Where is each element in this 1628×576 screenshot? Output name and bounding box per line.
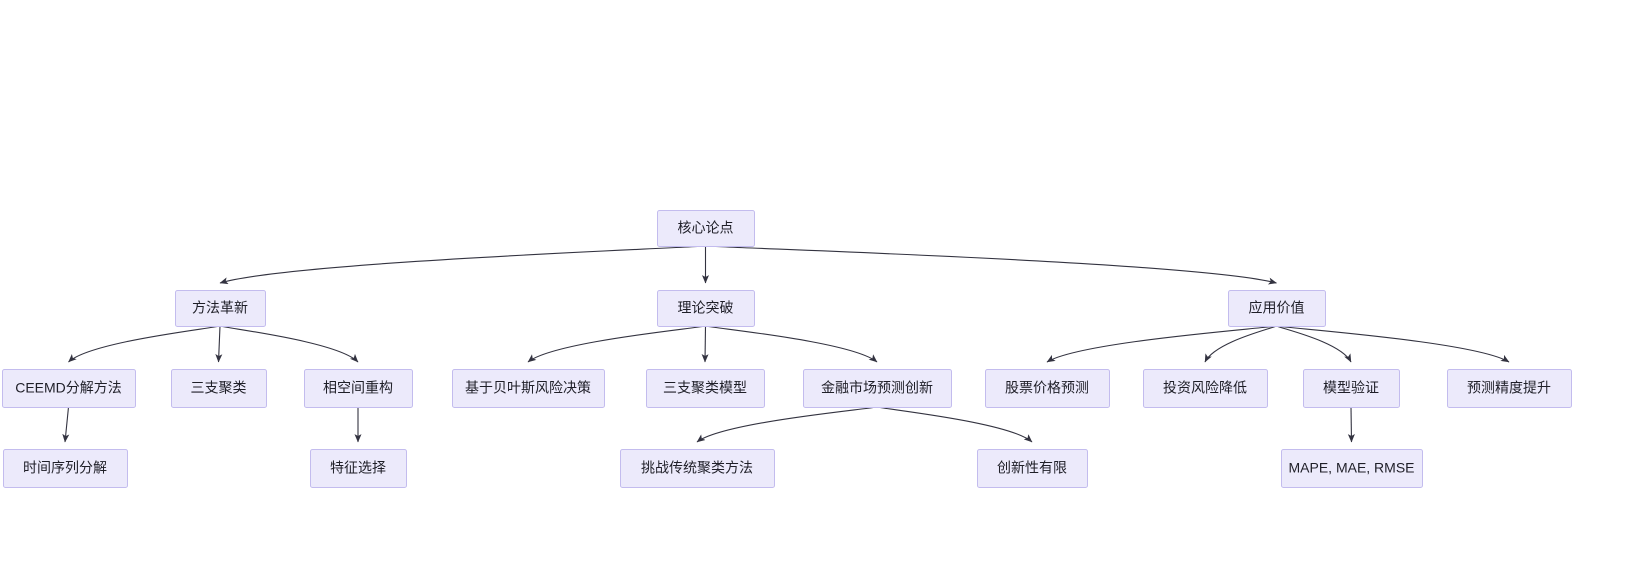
edge-b3-to-c10 xyxy=(1276,325,1510,363)
edge-b3-to-c9 xyxy=(1276,325,1352,363)
node-label: 应用价值 xyxy=(1249,300,1305,316)
node-c10[interactable]: 预测精度提升 xyxy=(1447,369,1572,408)
node-box[interactable] xyxy=(1228,290,1326,327)
edge-b2-to-c4 xyxy=(527,325,706,363)
edge-root-to-b1 xyxy=(219,245,706,285)
node-box[interactable] xyxy=(175,290,266,327)
node-box[interactable] xyxy=(1143,369,1268,408)
edge-c1-to-d1 xyxy=(62,406,70,443)
edge-root-to-b3 xyxy=(705,245,1277,285)
node-c9[interactable]: 模型验证 xyxy=(1303,369,1400,408)
node-c5[interactable]: 三支聚类模型 xyxy=(646,369,765,408)
edge-b1-to-c1 xyxy=(68,325,221,363)
node-label: 相空间重构 xyxy=(323,380,393,396)
node-label: 三支聚类模型 xyxy=(663,380,747,396)
edge-layer xyxy=(62,245,1510,443)
edge-c6-to-d3 xyxy=(696,406,878,443)
node-box[interactable] xyxy=(646,369,765,408)
node-label: CEEMD分解方法 xyxy=(15,380,122,396)
node-d5[interactable]: MAPE, MAE, RMSE xyxy=(1281,449,1423,488)
node-c7[interactable]: 股票价格预测 xyxy=(985,369,1110,408)
node-label: 股票价格预测 xyxy=(1005,380,1089,396)
edge-b2-to-c6 xyxy=(705,325,878,363)
edge-b2-to-c5 xyxy=(701,325,709,363)
node-box[interactable] xyxy=(620,449,775,488)
edge-c9-to-d5 xyxy=(1347,406,1355,443)
node-label: 基于贝叶斯风险决策 xyxy=(465,380,591,396)
node-box[interactable] xyxy=(1303,369,1400,408)
node-box[interactable] xyxy=(1281,449,1423,488)
node-c3[interactable]: 相空间重构 xyxy=(304,369,413,408)
node-b3[interactable]: 应用价值 xyxy=(1228,290,1326,327)
node-label: 三支聚类 xyxy=(191,380,247,396)
node-box[interactable] xyxy=(3,449,128,488)
node-label: 时间序列分解 xyxy=(23,460,107,476)
node-label: 投资风险降低 xyxy=(1163,380,1247,396)
node-box[interactable] xyxy=(985,369,1110,408)
node-c8[interactable]: 投资风险降低 xyxy=(1143,369,1268,408)
node-c1[interactable]: CEEMD分解方法 xyxy=(2,369,136,408)
node-d4[interactable]: 创新性有限 xyxy=(977,449,1088,488)
node-label: 预测精度提升 xyxy=(1467,380,1551,396)
edge-b3-to-c8 xyxy=(1204,325,1277,363)
node-box[interactable] xyxy=(2,369,136,408)
node-box[interactable] xyxy=(657,290,755,327)
node-label: 创新性有限 xyxy=(997,460,1067,476)
node-box[interactable] xyxy=(304,369,413,408)
node-label: 金融市场预测创新 xyxy=(821,380,933,396)
node-box[interactable] xyxy=(1447,369,1572,408)
edge-c6-to-d4 xyxy=(876,406,1033,443)
node-root[interactable]: 核心论点 xyxy=(657,210,755,247)
node-c6[interactable]: 金融市场预测创新 xyxy=(803,369,952,408)
node-label: 核心论点 xyxy=(678,220,734,236)
edge-b1-to-c2 xyxy=(215,325,223,363)
node-b1[interactable]: 方法革新 xyxy=(175,290,266,327)
node-label: 特征选择 xyxy=(330,460,386,476)
node-c2[interactable]: 三支聚类 xyxy=(171,369,267,408)
node-box[interactable] xyxy=(657,210,755,247)
node-box[interactable] xyxy=(977,449,1088,488)
edge-b3-to-c7 xyxy=(1046,325,1277,363)
node-b2[interactable]: 理论突破 xyxy=(657,290,755,327)
node-d1[interactable]: 时间序列分解 xyxy=(3,449,128,488)
node-c4[interactable]: 基于贝叶斯风险决策 xyxy=(452,369,605,408)
node-d3[interactable]: 挑战传统聚类方法 xyxy=(620,449,775,488)
node-box[interactable] xyxy=(803,369,952,408)
node-label: 理论突破 xyxy=(678,300,734,316)
node-label: 方法革新 xyxy=(192,300,248,316)
node-box[interactable] xyxy=(310,449,407,488)
node-label: 挑战传统聚类方法 xyxy=(641,460,753,476)
edge-b1-to-c3 xyxy=(219,325,359,363)
node-label: 模型验证 xyxy=(1323,380,1379,396)
node-label: MAPE, MAE, RMSE xyxy=(1288,460,1414,476)
node-box[interactable] xyxy=(452,369,605,408)
node-box[interactable] xyxy=(171,369,267,408)
node-d2[interactable]: 特征选择 xyxy=(310,449,407,488)
